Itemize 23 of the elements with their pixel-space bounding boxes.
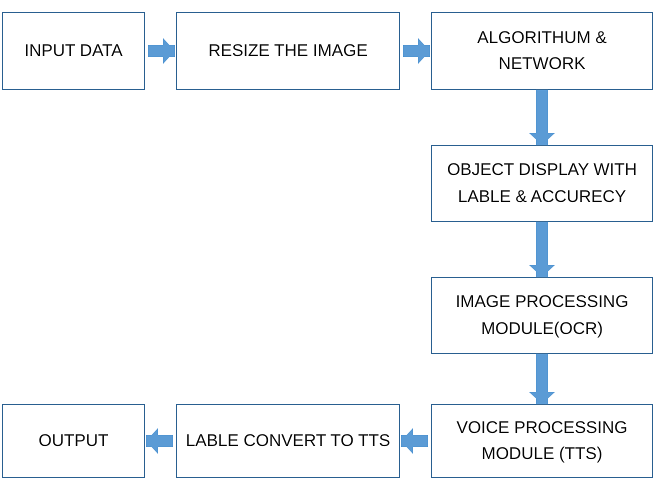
box-label: INPUT DATA [24,40,123,62]
block-arrow [403,38,430,64]
process-box [431,12,653,90]
process-box [2,404,145,478]
block-arrow [529,90,555,145]
block-arrow [529,354,555,404]
process-box [176,12,400,90]
box-label: OBJECT DISPLAY WITH LABLE & ACCURECY [446,159,638,208]
block-arrow [401,428,428,454]
box-label: RESIZE THE IMAGE [208,40,368,62]
box-label: VOICE PROCESSING MODULE (TTS) [456,416,628,465]
process-box [2,12,145,90]
box-label: OUTPUT [38,430,108,452]
block-arrow [146,428,173,454]
process-box [176,404,400,478]
box-label: ALGORITHUM & NETWORK [476,26,608,75]
box-label: LABLE CONVERT TO TTS [186,430,390,452]
process-box [431,145,653,222]
process-box [431,404,653,478]
block-arrow [148,38,175,64]
process-box [431,277,653,354]
box-label: IMAGE PROCESSING MODULE(OCR) [454,291,630,340]
block-arrow [529,222,555,277]
